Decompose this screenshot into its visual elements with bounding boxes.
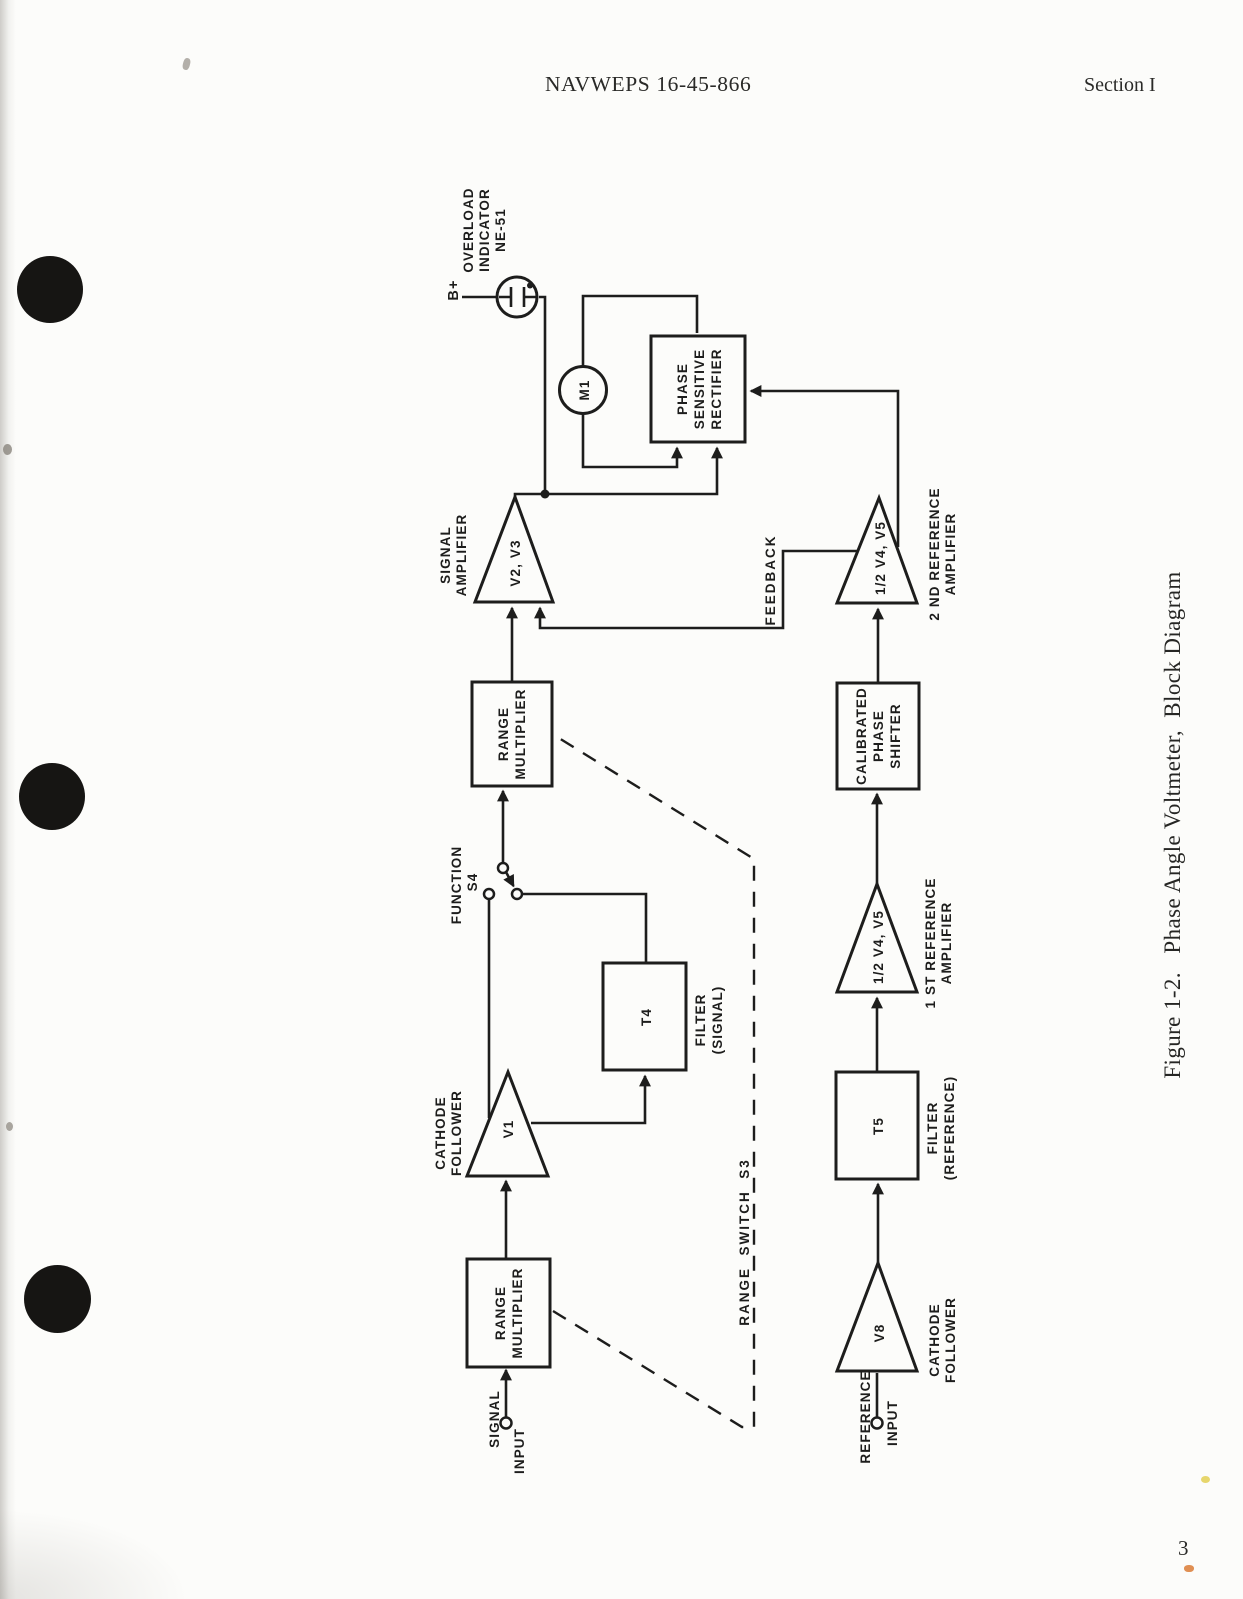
cathode-follower-1-label: CATHODE — [433, 1096, 448, 1169]
overload-indicator-label: INDICATOR — [477, 188, 492, 272]
section-label: Section I — [1084, 74, 1156, 96]
reference-input-terminal — [870, 1416, 884, 1430]
neon-lamp-dot — [527, 282, 533, 289]
function-switch-s4: FUNCTION S4 — [449, 846, 524, 925]
s4-pivot — [496, 861, 510, 875]
phase-sensitive-rectifier-box — [649, 334, 747, 444]
v8-tube-label: V8 — [872, 1324, 887, 1343]
function-switch-label: FUNCTION — [449, 846, 464, 925]
function-switch-label: S4 — [465, 873, 480, 892]
calibrated-phase-shifter-label: SHIFTER — [888, 703, 903, 768]
meter-m1-label: M1 — [577, 380, 592, 401]
reference-input-label: REFERENCE — [858, 1370, 873, 1463]
signal-amplifier-triangle — [472, 492, 556, 604]
range-multiplier-1-box — [465, 1257, 552, 1369]
figure-caption: Figure 1-2. Phase Angle Voltmeter, Block… — [1160, 571, 1185, 1078]
signal-input-label: SIGNAL — [487, 1390, 502, 1448]
binder-hole-dot — [24, 1265, 91, 1333]
calibrated-phase-shifter-label: PHASE — [871, 710, 886, 762]
wire-signal-amplifier-to-rectifier — [513, 446, 723, 497]
second-ref-amplifier-tube-label: 1/2 V4, V5 — [873, 521, 888, 595]
page-number: 3 — [1178, 1536, 1189, 1560]
first-ref-amplifier-label: 1 ST REFERENCE — [923, 878, 938, 1009]
b-plus-label: B+ — [446, 279, 462, 300]
first-ref-amplifier-label: AMPLIFIER — [939, 902, 954, 985]
binder-hole-dot — [17, 256, 83, 323]
reference-channel: REFERENCE INPUT V8 CATHODE FOLLOWER T5 F… — [534, 385, 958, 1464]
neon-lamp-electrodes — [499, 287, 536, 307]
t4-tube-label: T4 — [639, 1008, 654, 1026]
s4-lower-contact — [510, 887, 524, 901]
signal-amplifier-label: SIGNAL — [438, 526, 453, 584]
first-ref-amplifier-tube-label: 1/2 V4, V5 — [871, 910, 886, 984]
t5-tube-label: T5 — [871, 1117, 886, 1135]
wire-meter-to-rectifier-right — [581, 294, 699, 366]
feedback-label: FEEDBACK — [763, 534, 778, 625]
cathode-follower-2-label: CATHODE — [927, 1303, 942, 1376]
signal-input-terminal — [499, 1416, 513, 1430]
range-multiplier-2-label: RANGE — [496, 707, 511, 761]
filter-reference-label: (REFERENCE) — [942, 1076, 957, 1180]
range-multiplier-1-label: MULTIPLIER — [510, 1268, 525, 1359]
v2-v3-tube-label: V2, V3 — [508, 539, 523, 586]
cathode-follower-1-label: FOLLOWER — [449, 1090, 464, 1176]
second-ref-amplifier-label: AMPLIFIER — [943, 513, 958, 596]
phase-sensitive-rectifier-label: SENSITIVE — [692, 349, 707, 429]
range-switch-label: RANGE SWITCH S3 — [737, 1158, 752, 1326]
v1-tube-label: V1 — [501, 1120, 516, 1139]
binder-hole-dot — [19, 763, 85, 830]
overload-indicator-group: B+ OVERLOAD INDICATOR NE-51 — [446, 187, 539, 319]
filter-signal-t4-box — [601, 961, 688, 1072]
wire-meter-to-rectifier-left — [581, 414, 683, 469]
wire-v1-to-filter-t4 — [531, 1074, 651, 1125]
range-multiplier-2-box — [470, 680, 554, 788]
phase-sensitive-rectifier-label: PHASE — [675, 363, 690, 415]
signal-amplifier-label: AMPLIFIER — [454, 514, 469, 597]
wire-filter-t4-to-s4-lower-contact — [522, 892, 648, 963]
overload-indicator-label: NE-51 — [493, 208, 508, 252]
range-switch-dashed-linkage — [552, 733, 756, 1429]
range-multiplier-1-label: RANGE — [493, 1286, 508, 1340]
overload-indicator-label: OVERLOAD — [461, 187, 476, 272]
s4-upper-contact — [482, 887, 496, 901]
range-switch-s3-linkage: RANGE SWITCH S3 — [552, 733, 756, 1429]
wire-second-ref-amplifier-to-rectifier — [749, 385, 900, 547]
cathode-follower-2-label: FOLLOWER — [943, 1297, 958, 1383]
first-reference-amplifier-triangle — [834, 879, 920, 994]
filter-signal-label: (SIGNAL) — [710, 986, 725, 1055]
phase-sensitive-rectifier-label: RECTIFIER — [709, 348, 724, 429]
range-multiplier-2-label: MULTIPLIER — [513, 689, 528, 780]
cathode-follower-v1-triangle — [464, 1067, 551, 1178]
cathode-follower-v8-triangle — [834, 1258, 920, 1373]
meter-m1-circle — [558, 365, 608, 415]
second-ref-amplifier-label: 2 ND REFERENCE — [927, 487, 942, 620]
document-number: NAVWEPS 16-45-866 — [545, 72, 752, 96]
calibrated-phase-shifter-label: CALIBRATED — [854, 687, 869, 785]
wire-feedback — [534, 549, 858, 630]
reference-input-label: INPUT — [885, 1400, 900, 1446]
meter-rectifier-group: M1 PHASE SENSITIVE RECTIFIER — [558, 294, 747, 469]
s4-lever — [503, 871, 515, 888]
signal-channel: SIGNAL INPUT RANGE MULTIPLIER V1 CATHODE… — [433, 295, 725, 1474]
wire-output-node-to-overload-lamp — [539, 295, 547, 494]
filter-signal-label: FILTER — [693, 994, 708, 1047]
filter-reference-label: FILTER — [925, 1102, 940, 1155]
signal-input-label: INPUT — [512, 1428, 527, 1474]
neon-lamp-circle — [495, 275, 539, 319]
